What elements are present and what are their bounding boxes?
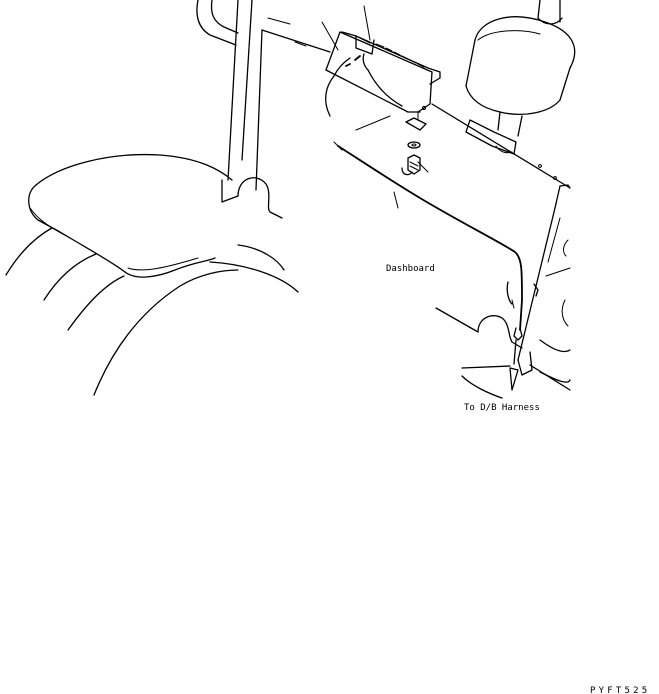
cab-pillar (196, 0, 331, 219)
lower-frame (461, 365, 511, 399)
dashboard-panel (325, 31, 571, 391)
to-db-harness-label: To D/B Harness (464, 403, 540, 413)
drawing-code: PYFT525 (590, 686, 650, 694)
bracket (405, 111, 427, 131)
dashboard-label: Dashboard (386, 264, 435, 274)
tire (5, 227, 299, 396)
bolt-assembly (401, 141, 421, 176)
steering-column (465, 0, 576, 180)
harness-cable (333, 141, 539, 391)
controller-unit (324, 31, 441, 117)
fender (28, 153, 233, 278)
leader-lines (321, 5, 571, 277)
